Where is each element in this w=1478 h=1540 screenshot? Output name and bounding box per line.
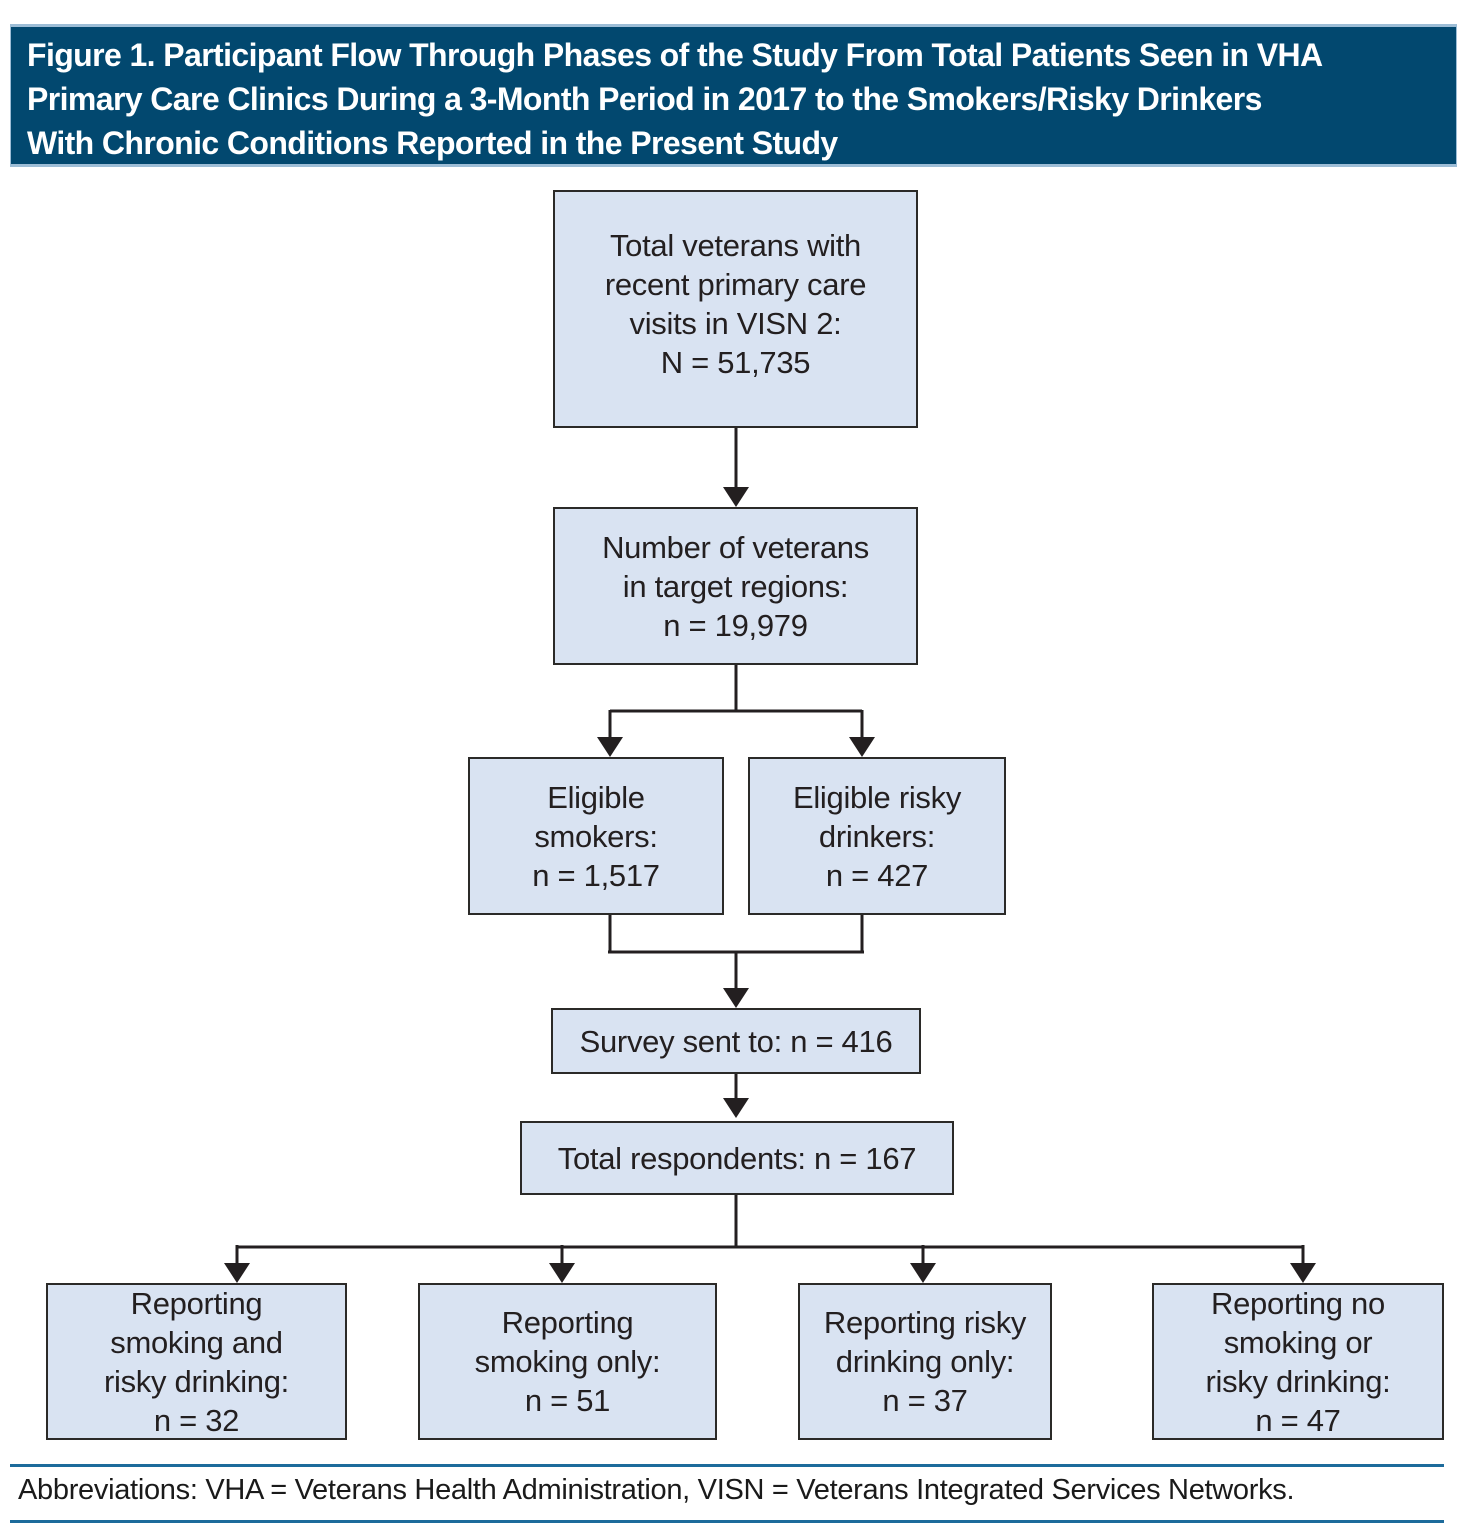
figure-title: Figure 1. Participant Flow Through Phase…	[27, 37, 1323, 161]
flow-box-survey-sent-text: Survey sent to: n = 416	[579, 1023, 893, 1059]
flow-box-survey-sent: Survey sent to: n = 416	[551, 1008, 921, 1074]
footer-rule-top	[10, 1464, 1444, 1467]
flow-box-total-respondents: Total respondents: n = 167	[520, 1121, 954, 1195]
footer-rule-bottom	[10, 1520, 1444, 1523]
figure-title-band: Figure 1. Participant Flow Through Phase…	[10, 24, 1457, 167]
arrow-respondents-to-outcomes	[224, 1195, 1316, 1283]
flow-box-total-respondents-text: Total respondents: n = 167	[557, 1140, 917, 1176]
abbreviations-text: Abbreviations: VHA = Veterans Health Adm…	[18, 1474, 1295, 1506]
arrow-total-to-regions	[723, 428, 749, 507]
arrow-eligible-merge-to-survey	[608, 915, 864, 1008]
arrow-survey-to-respondents	[723, 1074, 749, 1118]
arrow-regions-to-eligible-split	[597, 665, 875, 757]
